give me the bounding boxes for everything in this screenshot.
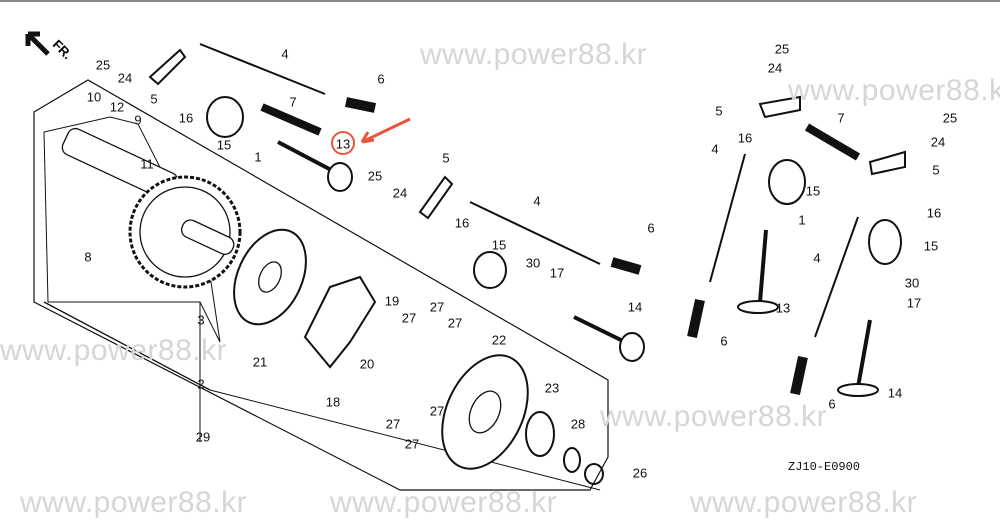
callout-arrow xyxy=(360,117,411,144)
seal-28 xyxy=(563,447,581,473)
part-label[interactable]: 25 xyxy=(367,168,383,184)
part-label[interactable]: 15 xyxy=(923,238,939,254)
watermark: www.power88.kr xyxy=(788,74,1000,107)
part-label[interactable]: 17 xyxy=(549,265,565,281)
weight-18 xyxy=(303,275,377,369)
part-label[interactable]: 27 xyxy=(429,403,445,419)
part-label[interactable]: 11 xyxy=(140,156,154,172)
part-label[interactable]: 15 xyxy=(805,183,821,199)
part-label[interactable]: 6 xyxy=(377,71,385,87)
inner-outline xyxy=(43,116,221,343)
part-label[interactable]: 14 xyxy=(887,385,903,401)
part-label[interactable]: 6 xyxy=(720,333,728,349)
part-label[interactable]: 16 xyxy=(926,205,942,221)
part-label[interactable]: 1 xyxy=(798,212,806,228)
part-label[interactable]: 22 xyxy=(491,332,507,348)
valves xyxy=(277,97,879,397)
part-label[interactable]: 24 xyxy=(930,134,946,150)
watermark: www.power88.kr xyxy=(600,400,828,433)
bearing-23 xyxy=(525,411,555,457)
part-label[interactable]: 15 xyxy=(216,137,232,153)
part-label[interactable]: 24 xyxy=(767,60,783,76)
pushrods xyxy=(199,43,861,338)
watermark: www.power88.kr xyxy=(690,486,918,519)
part-label[interactable]: 6 xyxy=(828,396,836,412)
part-label[interactable]: 4 xyxy=(281,46,289,62)
part-label[interactable]: 6 xyxy=(647,220,655,236)
part-label[interactable]: 27 xyxy=(447,315,463,331)
part-label[interactable]: 27 xyxy=(385,416,401,432)
part-label[interactable]: 4 xyxy=(711,141,719,157)
springs xyxy=(206,96,902,289)
part-label[interactable]: 25 xyxy=(95,57,111,73)
part-label[interactable]: 14 xyxy=(627,299,643,315)
front-arrow-icon xyxy=(25,31,50,56)
part-label[interactable]: 12 xyxy=(109,99,125,115)
watermark: www.power88.kr xyxy=(20,486,248,519)
part-label[interactable]: 27 xyxy=(429,299,445,315)
part-label[interactable]: 30 xyxy=(525,255,541,271)
part-label[interactable]: 30 xyxy=(904,275,920,291)
part-label[interactable]: 25 xyxy=(774,41,790,57)
part-label[interactable]: 9 xyxy=(134,112,142,128)
part-label[interactable]: 5 xyxy=(932,162,940,178)
part-label[interactable]: 16 xyxy=(178,110,194,126)
part-label[interactable]: 24 xyxy=(117,70,133,86)
part-label[interactable]: 4 xyxy=(813,250,821,266)
part-label[interactable]: 28 xyxy=(570,416,586,432)
housing-outline xyxy=(33,79,609,491)
part-label[interactable]: 5 xyxy=(442,150,450,166)
part-label[interactable]: 15 xyxy=(491,237,507,253)
part-label[interactable]: 16 xyxy=(454,215,470,231)
part-label[interactable]: 3 xyxy=(197,312,205,328)
diagram-code: ZJ10-E0900 xyxy=(788,460,861,474)
part-label[interactable]: 27 xyxy=(404,436,420,452)
part-label[interactable]: 29 xyxy=(195,429,211,445)
part-label[interactable]: 2 xyxy=(197,376,205,392)
part-label[interactable]: 26 xyxy=(632,465,648,481)
part-label[interactable]: 25 xyxy=(942,110,958,126)
part-label[interactable]: 7 xyxy=(837,110,845,126)
watermark: www.power88.kr xyxy=(420,38,648,71)
part-label[interactable]: 17 xyxy=(906,295,922,311)
part-label[interactable]: 20 xyxy=(359,356,375,372)
part-label[interactable]: 5 xyxy=(715,103,723,119)
part-label[interactable]: 8 xyxy=(84,249,92,265)
watermark: www.power88.kr xyxy=(0,334,228,367)
camshaft xyxy=(61,127,242,289)
watermark: www.power88.kr xyxy=(330,486,558,519)
rocker-arms xyxy=(148,48,906,220)
part-label[interactable]: 18 xyxy=(325,394,341,410)
plate-21 xyxy=(233,228,307,326)
part-label[interactable]: 19 xyxy=(384,293,400,309)
part-label[interactable]: 10 xyxy=(86,89,102,105)
highlight-circle xyxy=(331,131,355,155)
part-label[interactable]: 16 xyxy=(737,130,753,146)
part-label[interactable]: 13 xyxy=(775,300,791,316)
part-label[interactable]: 4 xyxy=(533,193,541,209)
part-label[interactable]: 23 xyxy=(544,380,560,396)
part-label[interactable]: 27 xyxy=(401,310,417,326)
part-label[interactable]: 21 xyxy=(252,354,268,370)
part-label[interactable]: 24 xyxy=(392,185,408,201)
part-label-highlighted[interactable]: 13 xyxy=(335,136,351,152)
gear-22 xyxy=(441,354,529,470)
part-label[interactable]: 7 xyxy=(289,94,297,110)
part-label[interactable]: 1 xyxy=(254,149,262,165)
part-label[interactable]: 5 xyxy=(150,91,158,107)
washer-26 xyxy=(584,463,604,485)
